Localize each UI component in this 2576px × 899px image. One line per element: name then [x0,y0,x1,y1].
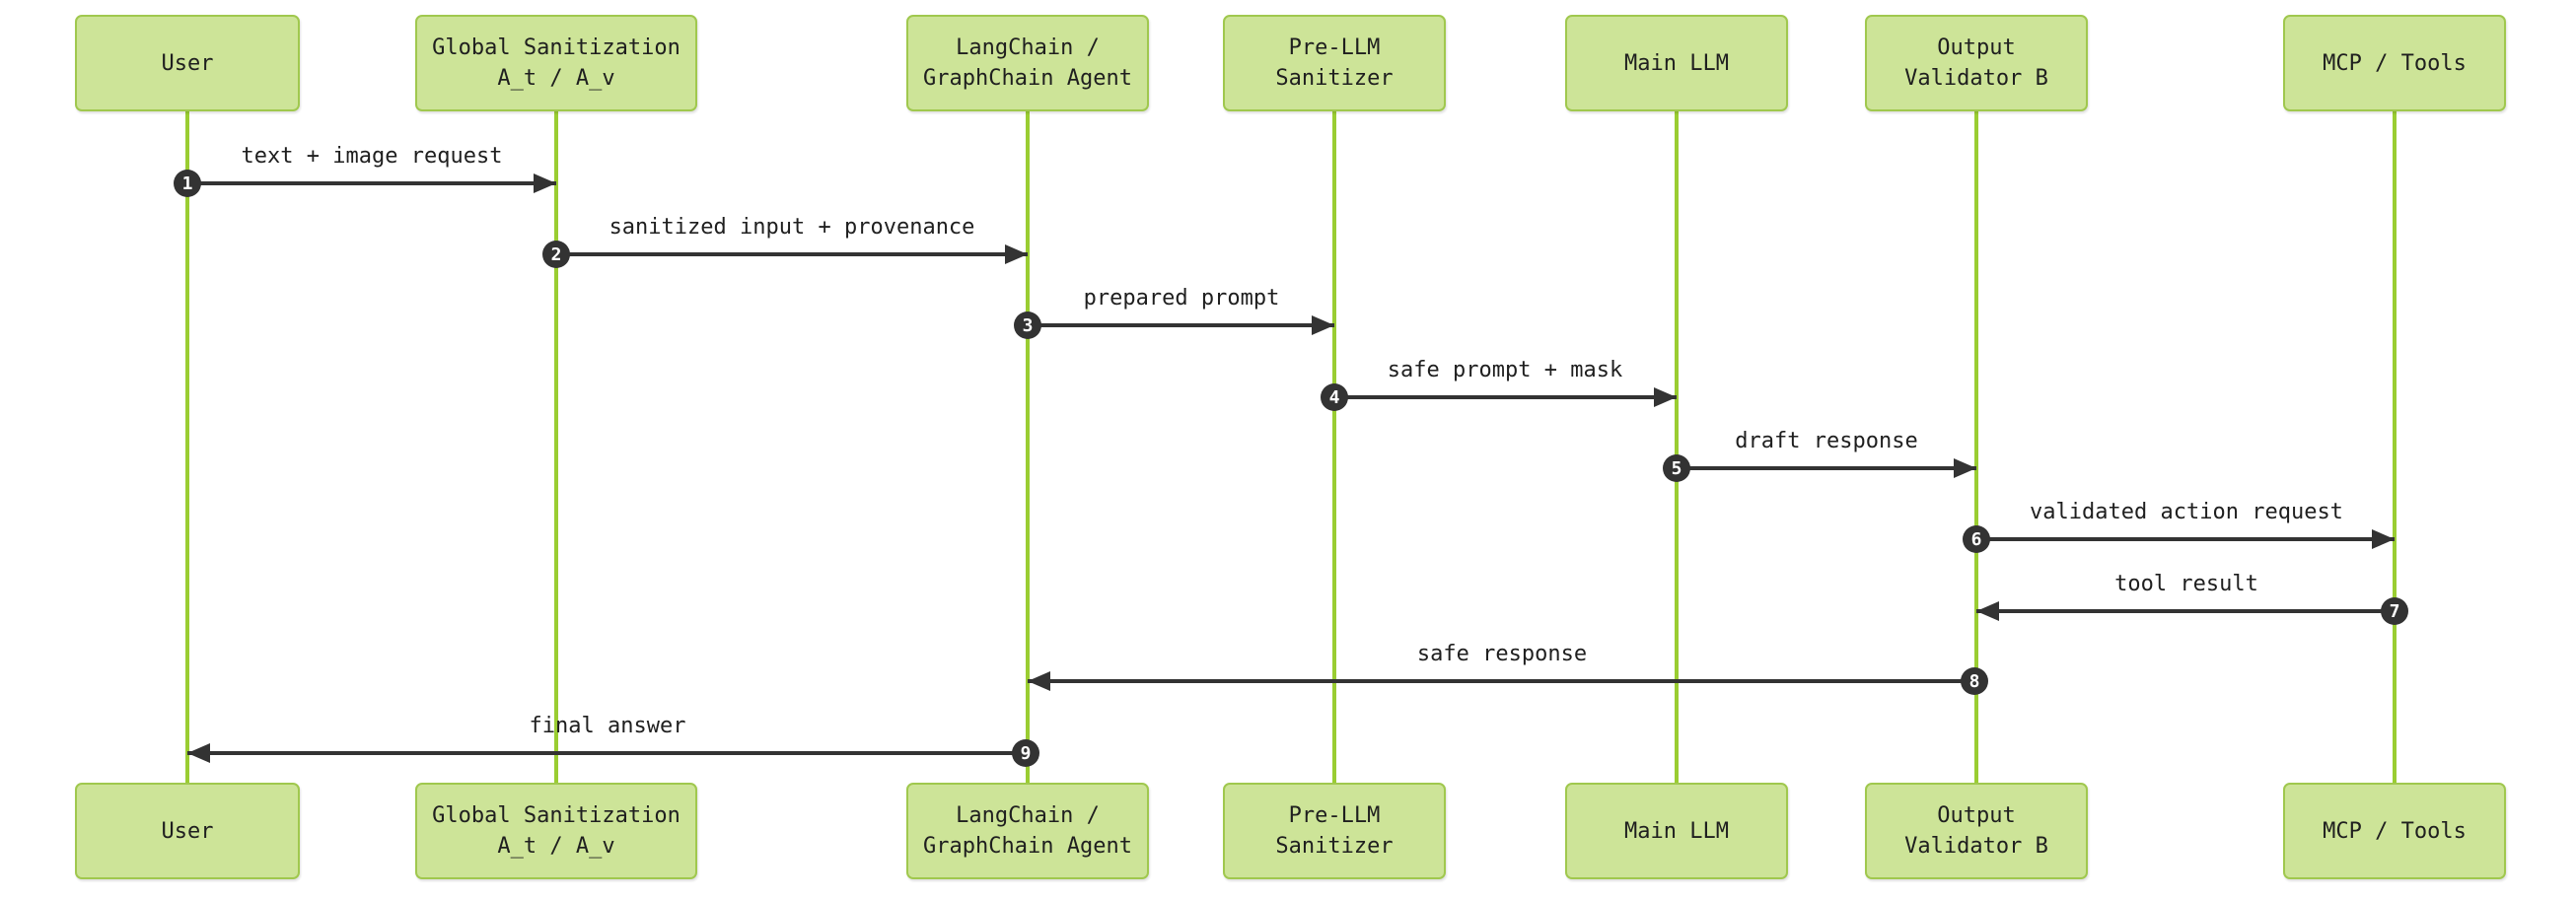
actor-box-mcp-tools-bottom: MCP / Tools [2283,783,2506,879]
message-line-5 [1677,466,1976,470]
message-number-4: 4 [1321,383,1348,411]
lifeline-output-validator [1974,110,1978,785]
actor-box-main-llm-bottom: Main LLM [1565,783,1788,879]
message-arrowhead-8 [1028,671,1050,691]
message-line-6 [1976,537,2395,541]
actor-box-output-validator-bottom: Output Validator B [1865,783,2088,879]
message-line-3 [1028,323,1334,327]
message-line-9 [187,751,1028,755]
message-line-2 [556,252,1028,256]
lifeline-langchain-agent [1026,110,1030,785]
message-line-4 [1334,395,1677,399]
message-number-1: 1 [174,170,201,197]
message-line-1 [187,181,556,185]
actor-box-global-sanitization-top: Global Sanitization A_t / A_v [415,15,697,111]
actor-box-mcp-tools-top: MCP / Tools [2283,15,2506,111]
message-arrowhead-5 [1954,458,1976,478]
lifeline-pre-llm-sanitizer [1332,110,1336,785]
message-number-7: 7 [2381,597,2408,625]
actor-box-langchain-agent-bottom: LangChain / GraphChain Agent [906,783,1149,879]
actor-box-output-validator-top: Output Validator B [1865,15,2088,111]
message-arrowhead-3 [1312,315,1334,335]
message-number-9: 9 [1012,739,1039,767]
lifeline-global-sanitization [554,110,558,785]
actor-box-pre-llm-sanitizer-top: Pre-LLM Sanitizer [1223,15,1446,111]
message-label-7: tool result [2114,572,2258,596]
message-label-8: safe response [1416,642,1588,666]
lifeline-user [185,110,189,785]
message-number-3: 3 [1014,311,1041,339]
actor-box-user-bottom: User [75,783,300,879]
message-label-4: safe prompt + mask [1387,358,1623,382]
message-arrowhead-4 [1654,387,1677,407]
lifeline-mcp-tools [2393,110,2397,785]
actor-box-pre-llm-sanitizer-bottom: Pre-LLM Sanitizer [1223,783,1446,879]
message-label-9: final answer [529,714,686,738]
actor-box-main-llm-top: Main LLM [1565,15,1788,111]
message-arrowhead-6 [2372,529,2395,549]
message-label-5: draft response [1735,429,1918,453]
message-number-5: 5 [1663,454,1690,482]
message-number-2: 2 [542,241,570,268]
message-label-3: prepared prompt [1083,286,1280,311]
message-arrowhead-7 [1976,601,1999,621]
actor-box-langchain-agent-top: LangChain / GraphChain Agent [906,15,1149,111]
message-number-8: 8 [1961,667,1988,695]
message-arrowhead-1 [534,173,556,193]
actor-box-global-sanitization-bottom: Global Sanitization A_t / A_v [415,783,697,879]
lifeline-main-llm [1675,110,1679,785]
message-label-6: validated action request [2030,500,2343,524]
message-arrowhead-9 [187,743,210,763]
message-label-2: sanitized input + provenance [608,215,975,240]
message-arrowhead-2 [1005,244,1028,264]
message-line-8 [1028,679,1976,683]
message-number-6: 6 [1963,525,1990,553]
message-label-1: text + image request [241,144,503,169]
actor-box-user-top: User [75,15,300,111]
message-line-7 [1976,609,2395,613]
